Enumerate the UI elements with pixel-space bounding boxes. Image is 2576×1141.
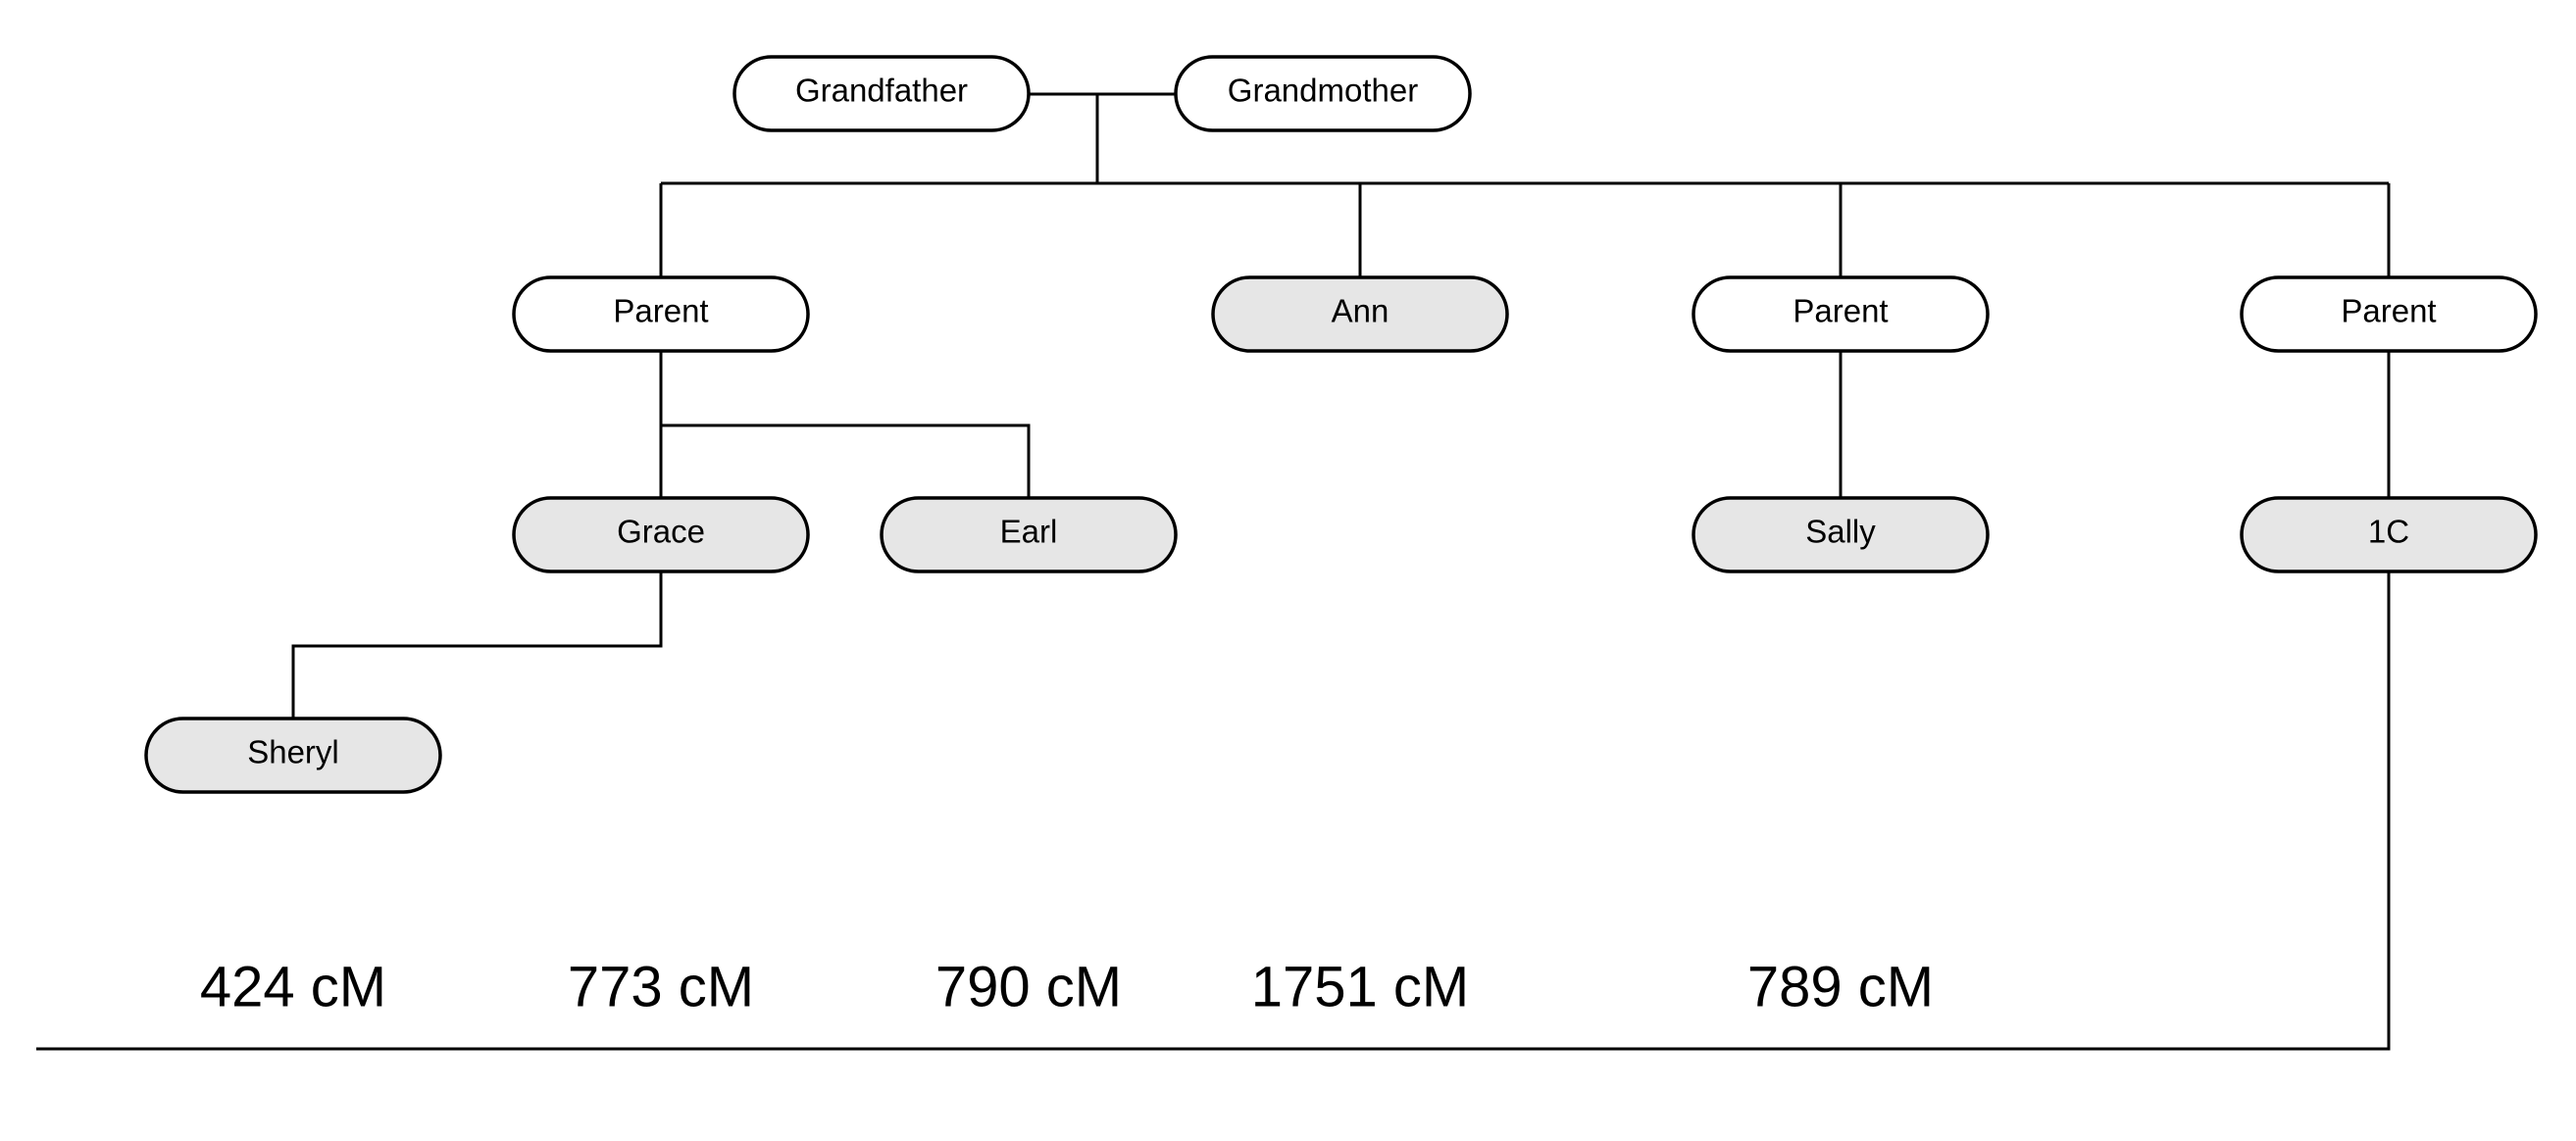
node-label: 1C [2368, 514, 2409, 550]
node-label: Grandfather [795, 73, 968, 109]
node-shape [2240, 496, 2538, 573]
grace-to-sheryl [291, 570, 663, 721]
node-grandmother[interactable]: Grandmother [1174, 55, 1472, 132]
shared-cm-labels: 424 cM 773 cM 790 cM 1751 cM 789 cM [200, 956, 1934, 1019]
node-sheryl[interactable]: Sheryl [144, 717, 442, 794]
node-label: Sheryl [247, 734, 339, 770]
node-label: Parent [2341, 293, 2436, 329]
node-grace[interactable]: Grace [512, 496, 810, 573]
node-label: Earl [1000, 514, 1058, 550]
cm-label-sheryl: 424 cM [200, 956, 386, 1019]
node-parent-3[interactable]: Parent [2240, 275, 2538, 353]
node-label: Ann [1332, 293, 1389, 329]
node-label: Grace [617, 514, 705, 550]
node-shape [1692, 496, 1990, 573]
cm-label-grace: 773 cM [568, 956, 754, 1019]
node-shape [732, 55, 1031, 132]
parent-1-to-earl [661, 423, 1031, 501]
node-sally[interactable]: Sally [1692, 496, 1990, 573]
node-grandfather[interactable]: Grandfather [732, 55, 1031, 132]
node-shape [880, 496, 1178, 573]
node-shape [1692, 275, 1990, 353]
node-shape [1174, 55, 1472, 132]
node-shape [512, 496, 810, 573]
node-label: Grandmother [1228, 73, 1418, 109]
cm-label-earl: 790 cM [935, 956, 1122, 1019]
node-one-c[interactable]: 1C [2240, 496, 2538, 573]
node-ann[interactable]: Ann [1211, 275, 1509, 353]
node-label: Parent [1793, 293, 1888, 329]
tree-nodes: Grandfather Grandmother Parent Ann Paren… [144, 55, 2538, 794]
node-parent-1[interactable]: Parent [512, 275, 810, 353]
shared-dna-baseline [36, 570, 2391, 1051]
node-label: Sally [1805, 514, 1876, 550]
cm-label-sally: 789 cM [1747, 956, 1934, 1019]
node-label: Parent [613, 293, 708, 329]
node-shape [144, 717, 442, 794]
node-shape [1211, 275, 1509, 353]
node-shape [512, 275, 810, 353]
connector-lines [36, 92, 2391, 1051]
node-shape [2240, 275, 2538, 353]
cm-label-ann: 1751 cM [1251, 956, 1469, 1019]
node-parent-2[interactable]: Parent [1692, 275, 1990, 353]
node-earl[interactable]: Earl [880, 496, 1178, 573]
